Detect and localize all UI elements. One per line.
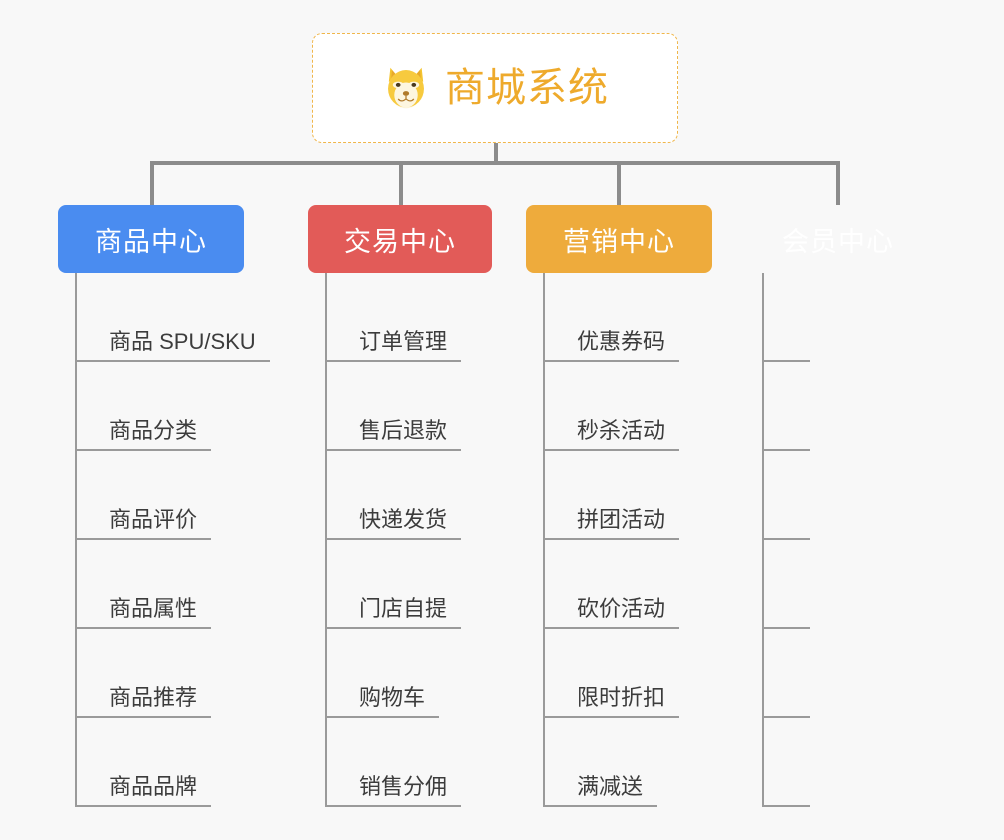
leaf-label: 快递发货 bbox=[327, 507, 462, 540]
list-item[interactable]: 限时折扣 bbox=[545, 629, 712, 718]
leaf-label: 商品 SPU/SKU bbox=[77, 329, 270, 362]
leaf-label: 门店自提 bbox=[327, 596, 462, 629]
leaf-label: 商品属性 bbox=[77, 596, 212, 629]
list-item[interactable]: 满减送 bbox=[545, 718, 712, 807]
leaf-label: 订单管理 bbox=[327, 329, 462, 362]
list-item[interactable] bbox=[764, 718, 931, 807]
list-item[interactable]: 优惠券码 bbox=[545, 273, 712, 362]
list-item[interactable]: 快递发货 bbox=[327, 451, 492, 540]
category-column-product: 商品中心 商品 SPU/SKU 商品分类 商品评价 商品属性 商品推荐 商品品牌 bbox=[58, 205, 270, 807]
list-item[interactable]: 商品属性 bbox=[77, 540, 244, 629]
leaf-label: 商品分类 bbox=[77, 418, 212, 451]
list-item[interactable]: 拼团活动 bbox=[545, 451, 712, 540]
connector-root-stem bbox=[494, 143, 498, 164]
category-header-member[interactable]: 会员中心 bbox=[745, 205, 931, 273]
leaf-label: 售后退款 bbox=[327, 418, 462, 451]
list-item[interactable] bbox=[764, 451, 931, 540]
leaf-label: 砍价活动 bbox=[545, 596, 680, 629]
connector-horizontal-bar bbox=[150, 161, 840, 165]
category-label: 交易中心 bbox=[344, 226, 456, 257]
list-item[interactable] bbox=[764, 362, 931, 451]
category-label: 会员中心 bbox=[782, 226, 894, 257]
category-header-trade[interactable]: 交易中心 bbox=[308, 205, 492, 273]
leaf-label bbox=[764, 443, 810, 451]
root-node[interactable]: 商城系统 bbox=[312, 33, 678, 143]
leaf-label: 满减送 bbox=[545, 774, 658, 807]
list-item[interactable]: 商品品牌 bbox=[77, 718, 244, 807]
list-item[interactable]: 砍价活动 bbox=[545, 540, 712, 629]
leaf-label: 商品品牌 bbox=[77, 774, 212, 807]
leaf-label bbox=[764, 799, 810, 807]
leaf-label: 优惠券码 bbox=[545, 329, 680, 362]
leaf-label: 限时折扣 bbox=[545, 685, 680, 718]
list-item[interactable]: 秒杀活动 bbox=[545, 362, 712, 451]
leaf-label bbox=[764, 532, 810, 540]
leaf-label: 购物车 bbox=[327, 685, 440, 718]
list-item[interactable]: 售后退款 bbox=[327, 362, 492, 451]
category-label: 营销中心 bbox=[563, 226, 675, 257]
list-item[interactable]: 门店自提 bbox=[327, 540, 492, 629]
list-item[interactable] bbox=[764, 540, 931, 629]
list-item[interactable]: 商品评价 bbox=[77, 451, 244, 540]
connector-drop-1 bbox=[150, 161, 154, 205]
list-item[interactable]: 商品分类 bbox=[77, 362, 244, 451]
leaf-label bbox=[764, 354, 810, 362]
category-column-trade: 交易中心 订单管理 售后退款 快递发货 门店自提 购物车 销售分佣 bbox=[308, 205, 492, 807]
list-item[interactable]: 购物车 bbox=[327, 629, 492, 718]
leaf-label: 秒杀活动 bbox=[545, 418, 680, 451]
list-item[interactable]: 订单管理 bbox=[327, 273, 492, 362]
list-item[interactable]: 销售分佣 bbox=[327, 718, 492, 807]
connector-drop-2 bbox=[399, 161, 403, 205]
leaf-list-product: 商品 SPU/SKU 商品分类 商品评价 商品属性 商品推荐 商品品牌 bbox=[75, 273, 270, 807]
leaf-label: 销售分佣 bbox=[327, 774, 462, 807]
category-column-member: 会员中心 bbox=[745, 205, 931, 807]
category-label: 商品中心 bbox=[95, 226, 207, 257]
category-header-product[interactable]: 商品中心 bbox=[58, 205, 244, 273]
leaf-label bbox=[764, 710, 810, 718]
shiba-dog-face-icon bbox=[388, 67, 424, 109]
leaf-label: 商品评价 bbox=[77, 507, 212, 540]
leaf-label: 拼团活动 bbox=[545, 507, 680, 540]
list-item[interactable]: 商品推荐 bbox=[77, 629, 244, 718]
category-column-marketing: 营销中心 优惠券码 秒杀活动 拼团活动 砍价活动 限时折扣 满减送 bbox=[526, 205, 712, 807]
list-item[interactable]: 商品 SPU/SKU bbox=[77, 273, 270, 362]
leaf-list-member bbox=[762, 273, 931, 807]
connector-drop-4 bbox=[836, 161, 840, 205]
leaf-label bbox=[764, 621, 810, 629]
list-item[interactable] bbox=[764, 629, 931, 718]
leaf-list-marketing: 优惠券码 秒杀活动 拼团活动 砍价活动 限时折扣 满减送 bbox=[543, 273, 712, 807]
category-header-marketing[interactable]: 营销中心 bbox=[526, 205, 712, 273]
leaf-label: 商品推荐 bbox=[77, 685, 212, 718]
list-item[interactable] bbox=[764, 273, 931, 362]
leaf-list-trade: 订单管理 售后退款 快递发货 门店自提 购物车 销售分佣 bbox=[325, 273, 492, 807]
root-title: 商城系统 bbox=[445, 66, 609, 110]
connector-drop-3 bbox=[617, 161, 621, 205]
